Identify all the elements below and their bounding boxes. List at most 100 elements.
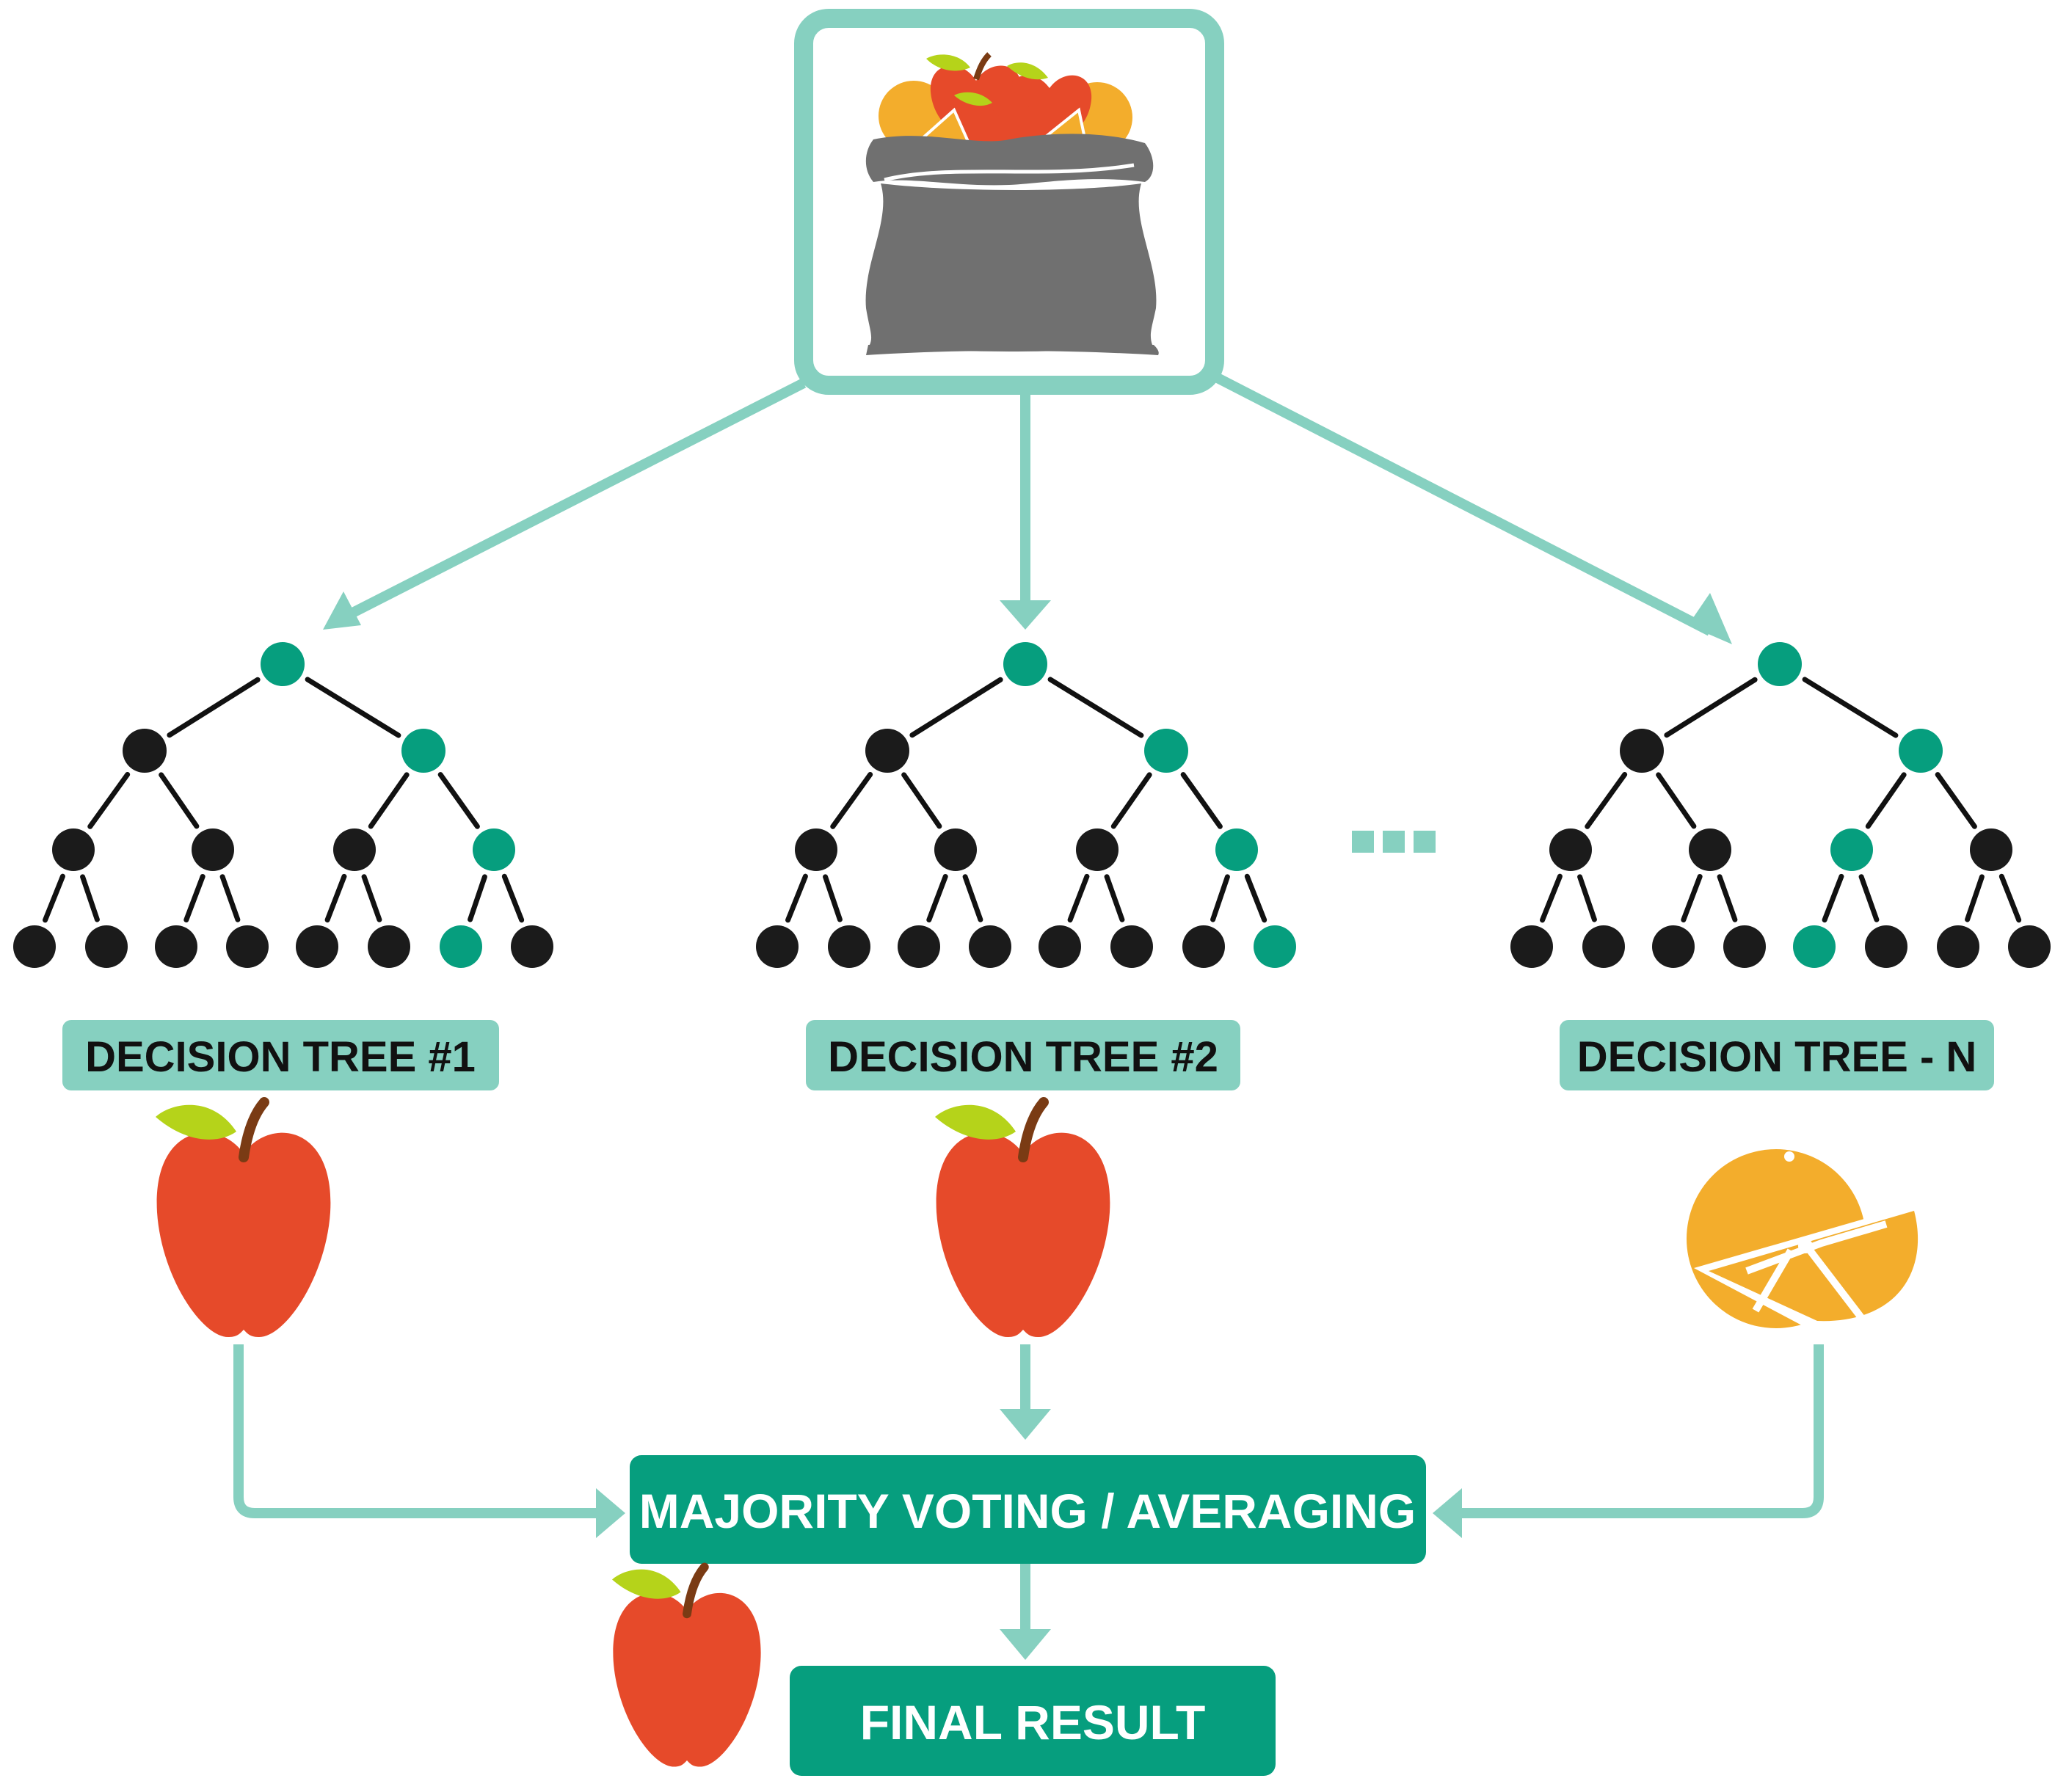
tree-node-decision-path: [261, 642, 305, 686]
tree-edge: [1577, 874, 1597, 922]
tree-edge: [1935, 772, 1977, 829]
tree-edge: [501, 873, 525, 923]
majority-voting-text: MAJORITY VOTING / AVERAGING: [639, 1484, 1416, 1538]
tree-edge: [1717, 874, 1738, 922]
tree-edge: [437, 772, 480, 829]
trees-layer: [13, 642, 2051, 968]
tree-edge: [1110, 772, 1152, 829]
tree-node: [1723, 925, 1766, 968]
apple-icon: [156, 1102, 330, 1337]
tree-node-decision-path: [1899, 729, 1943, 773]
tree-node: [865, 729, 909, 773]
tree-node-decision-path: [1830, 828, 1873, 871]
decision-tree-2: [756, 642, 1296, 968]
tree-node: [123, 729, 167, 773]
tree-node: [192, 828, 234, 871]
tree-edge: [368, 772, 410, 829]
tree-edge: [1104, 874, 1125, 922]
tree-node: [333, 828, 376, 871]
tree-edge: [468, 874, 487, 922]
tree-edge: [1858, 874, 1880, 922]
tree-node: [511, 925, 553, 968]
tree-node: [226, 925, 269, 968]
tree-node: [52, 828, 95, 871]
tree-edge: [324, 873, 347, 923]
tree-node-decision-path: [1254, 925, 1296, 968]
majority-voting-box: MAJORITY VOTING / AVERAGING: [630, 1455, 1426, 1564]
tree-edge: [1865, 772, 1907, 829]
tree-edge: [1656, 772, 1697, 829]
arrow-from-tree-1: [233, 1344, 596, 1518]
tree-node: [1039, 925, 1081, 968]
tree-edge: [1180, 772, 1223, 829]
ellipsis: [1352, 831, 1436, 853]
bag-to-trees-arrows: [323, 371, 1732, 644]
fruit-bag-icon: [865, 52, 1159, 355]
tree-node: [13, 925, 56, 968]
tree-node: [828, 925, 870, 968]
tree-node: [1110, 925, 1153, 968]
tree-edge: [1822, 873, 1844, 923]
tree-edge: [219, 874, 241, 922]
tree-edge: [43, 873, 65, 923]
tree-edge: [183, 873, 205, 923]
tree-node: [155, 925, 197, 968]
tree-edge: [823, 874, 843, 922]
tree-node: [85, 925, 128, 968]
tree-edge: [1210, 874, 1230, 922]
tree-node: [969, 925, 1011, 968]
tree-node: [1865, 925, 1907, 968]
tree-node: [795, 828, 837, 871]
tree-edge: [1244, 873, 1267, 923]
tree-node-decision-path: [1003, 642, 1047, 686]
tree-node: [1510, 925, 1553, 968]
tree-node: [934, 828, 977, 871]
tree-node: [1182, 925, 1225, 968]
final-result-box: FINAL RESULT: [790, 1666, 1276, 1776]
tree-edge: [167, 677, 261, 738]
tree-node: [1582, 925, 1625, 968]
tree-label-2-text: DECISION TREE #2: [828, 1033, 1218, 1081]
tree-edge: [87, 771, 131, 829]
tree-label-1-text: DECISION TREE #1: [85, 1033, 476, 1081]
tree-label-n-text: DECISION TREE - N: [1577, 1033, 1977, 1081]
input-bag-box: [794, 9, 1224, 395]
tree-edge: [926, 873, 948, 923]
tree-edge: [1681, 873, 1703, 923]
tree-node: [898, 925, 940, 968]
tree-node-decision-path: [473, 828, 515, 871]
arrow-to-tree-1: [331, 378, 807, 627]
tree-edge: [901, 772, 942, 829]
tree-node: [1689, 828, 1731, 871]
arrow-to-final-head: [1000, 1629, 1051, 1660]
tree-node-decision-path: [1758, 642, 1802, 686]
tree-label-n: DECISION TREE - N: [1560, 1020, 1994, 1090]
tree-node: [1652, 925, 1695, 968]
tree-node-decision-path: [1215, 828, 1258, 871]
tree-node: [1549, 828, 1592, 871]
tree-edge: [785, 873, 808, 923]
arrow-to-tree-n: [1212, 371, 1713, 636]
predictions-to-aggregator-arrows: [233, 1344, 1824, 1538]
tree-edge: [1067, 873, 1090, 923]
tree-label-1: DECISION TREE #1: [62, 1020, 499, 1090]
apple-icon: [612, 1567, 761, 1767]
tree-node-decision-path: [1144, 729, 1188, 773]
orange-icon: [1687, 1149, 1929, 1333]
tree-node: [1937, 925, 1979, 968]
tree-edge: [1802, 677, 1899, 738]
tree-edge: [1047, 677, 1144, 738]
tree-edge: [159, 772, 200, 829]
tree-node: [1076, 828, 1119, 871]
tree-edge: [305, 677, 401, 738]
tree-edge: [361, 874, 382, 922]
tree-node: [1620, 729, 1664, 773]
tree-node-decision-path: [401, 729, 445, 773]
tree-edge: [1664, 677, 1758, 738]
tree-node: [756, 925, 799, 968]
tree-edge: [80, 874, 100, 922]
tree-edge: [1585, 771, 1628, 829]
tree-edge: [962, 874, 983, 922]
tree-edge: [830, 771, 873, 829]
